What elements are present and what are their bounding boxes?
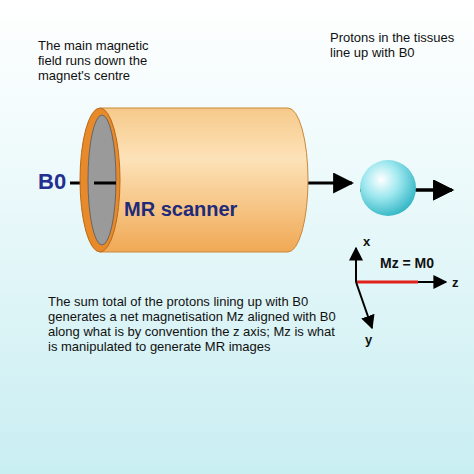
scanner-cylinder: MR scanner	[78, 104, 310, 256]
note-text: The sum total of the protons lining up w…	[48, 294, 344, 354]
cylinder-rim	[80, 108, 120, 252]
field-line	[94, 182, 116, 185]
cylinder-bore	[88, 115, 116, 245]
proton-arrow	[416, 189, 452, 192]
magnetisation-vector	[357, 281, 418, 284]
field-label: B0	[38, 170, 78, 194]
axis-label: x	[363, 234, 383, 249]
axis-label: y	[365, 332, 381, 347]
vector-label: Mz = M0	[380, 256, 470, 271]
z-axis	[356, 281, 446, 283]
cylinder-body	[100, 108, 308, 252]
note-text: The main magnetic field runs down the ma…	[38, 38, 168, 83]
axis-label: z	[452, 275, 468, 290]
scanner-label: MR scanner	[124, 198, 356, 221]
proton-sphere	[360, 160, 416, 216]
node-text-box: MR scanner	[124, 198, 356, 221]
x-axis	[355, 248, 357, 282]
y-axis	[356, 282, 372, 328]
note-text: Protons in the tissues line up with B0	[330, 30, 460, 60]
cylinder-shape	[78, 104, 310, 256]
